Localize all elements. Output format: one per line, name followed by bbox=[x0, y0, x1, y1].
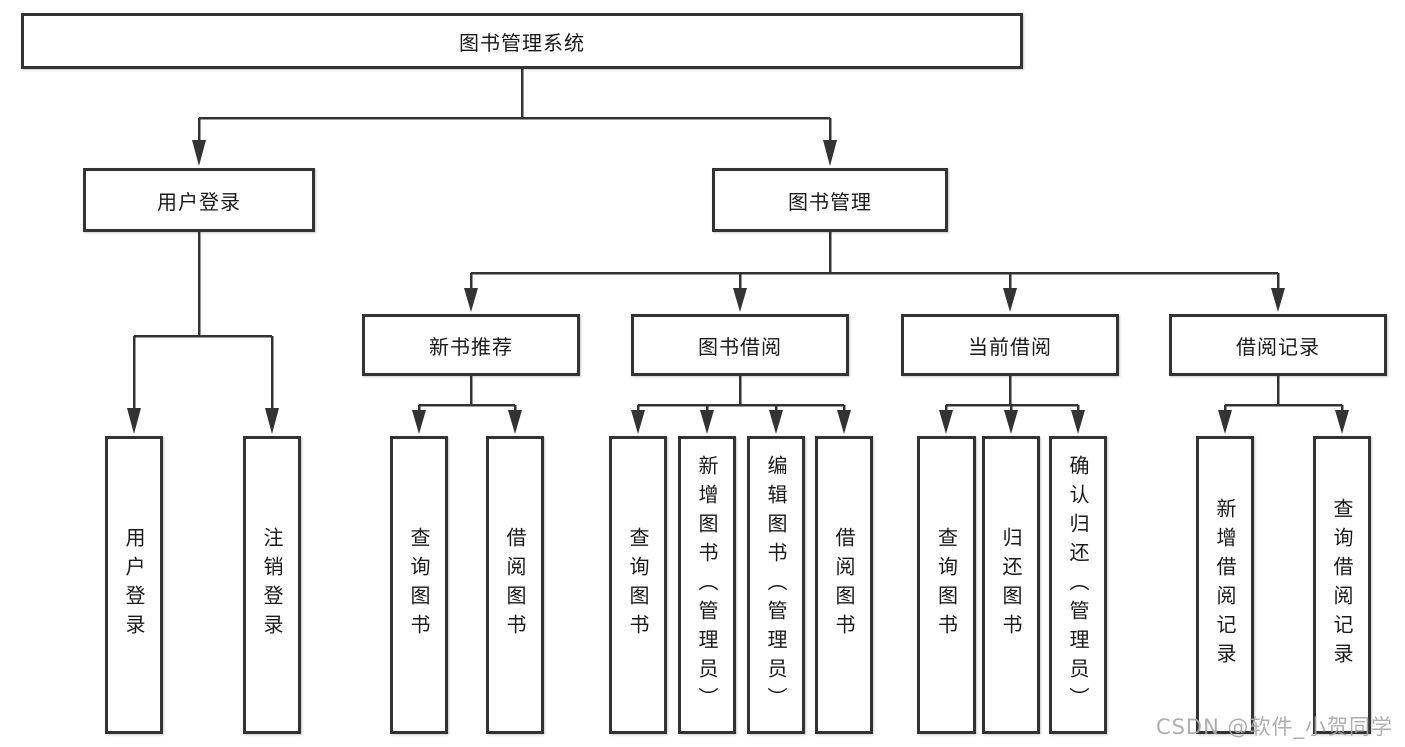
leaf-label: 用户登录 bbox=[122, 527, 146, 643]
leaf-logout: 注销登录 bbox=[243, 436, 301, 734]
leaf-user-login: 用户登录 bbox=[105, 436, 163, 734]
leaf-label: 确认归还（管理员） bbox=[1066, 454, 1090, 716]
node-label: 借阅记录 bbox=[1236, 334, 1320, 359]
leaf-edit-books-admin: 编辑图书（管理员） bbox=[747, 436, 805, 734]
leaf-label: 归还图书 bbox=[999, 527, 1023, 643]
node-label: 当前借阅 bbox=[968, 334, 1052, 359]
leaf-label: 借阅图书 bbox=[503, 527, 527, 643]
leaf-label: 注销登录 bbox=[260, 527, 284, 643]
node-book-management: 图书管理 bbox=[712, 168, 948, 232]
leaf-label: 新增借阅记录 bbox=[1213, 498, 1237, 672]
leaf-label: 查询图书 bbox=[934, 527, 959, 643]
arrowhead-icons bbox=[127, 140, 1349, 434]
node-label: 图书管理系统 bbox=[459, 30, 585, 55]
leaf-label: 编辑图书（管理员） bbox=[764, 454, 788, 716]
leaf-label: 查询借阅记录 bbox=[1330, 498, 1354, 672]
node-borrowing-records: 借阅记录 bbox=[1169, 314, 1387, 376]
node-library-management-system: 图书管理系统 bbox=[21, 13, 1023, 69]
leaf-add-books-admin: 新增图书（管理员） bbox=[678, 436, 736, 734]
node-new-book-recommend: 新书推荐 bbox=[362, 314, 580, 376]
node-label: 图书管理 bbox=[788, 189, 872, 214]
leaf-return-books: 归还图书 bbox=[982, 436, 1040, 734]
node-label: 用户登录 bbox=[157, 189, 241, 214]
leaf-recommend-query-books: 查询图书 bbox=[390, 436, 448, 734]
node-current-borrowing: 当前借阅 bbox=[901, 314, 1119, 376]
leaf-confirm-return-admin: 确认归还（管理员） bbox=[1049, 436, 1107, 734]
node-label: 图书借阅 bbox=[698, 334, 782, 359]
node-label: 新书推荐 bbox=[429, 334, 513, 359]
leaf-add-borrow-record: 新增借阅记录 bbox=[1196, 436, 1254, 734]
leaf-label: 查询图书 bbox=[626, 527, 650, 643]
leaf-recommend-borrow-books: 借阅图书 bbox=[486, 436, 544, 734]
leaf-label: 查询图书 bbox=[407, 527, 431, 643]
leaf-label: 借阅图书 bbox=[832, 527, 856, 643]
leaf-current-query-books: 查询图书 bbox=[917, 436, 976, 734]
leaf-borrow-query-books: 查询图书 bbox=[609, 436, 667, 734]
leaf-label: 新增图书（管理员） bbox=[695, 454, 719, 716]
csdn-watermark: CSDN @软件_小贺同学 bbox=[1155, 715, 1393, 739]
node-user-login: 用户登录 bbox=[83, 168, 315, 232]
connector-stems bbox=[132, 69, 1344, 412]
node-book-borrowing: 图书借阅 bbox=[631, 314, 849, 376]
leaf-borrow-books: 借阅图书 bbox=[815, 436, 873, 734]
leaf-query-borrow-record: 查询借阅记录 bbox=[1313, 436, 1371, 734]
